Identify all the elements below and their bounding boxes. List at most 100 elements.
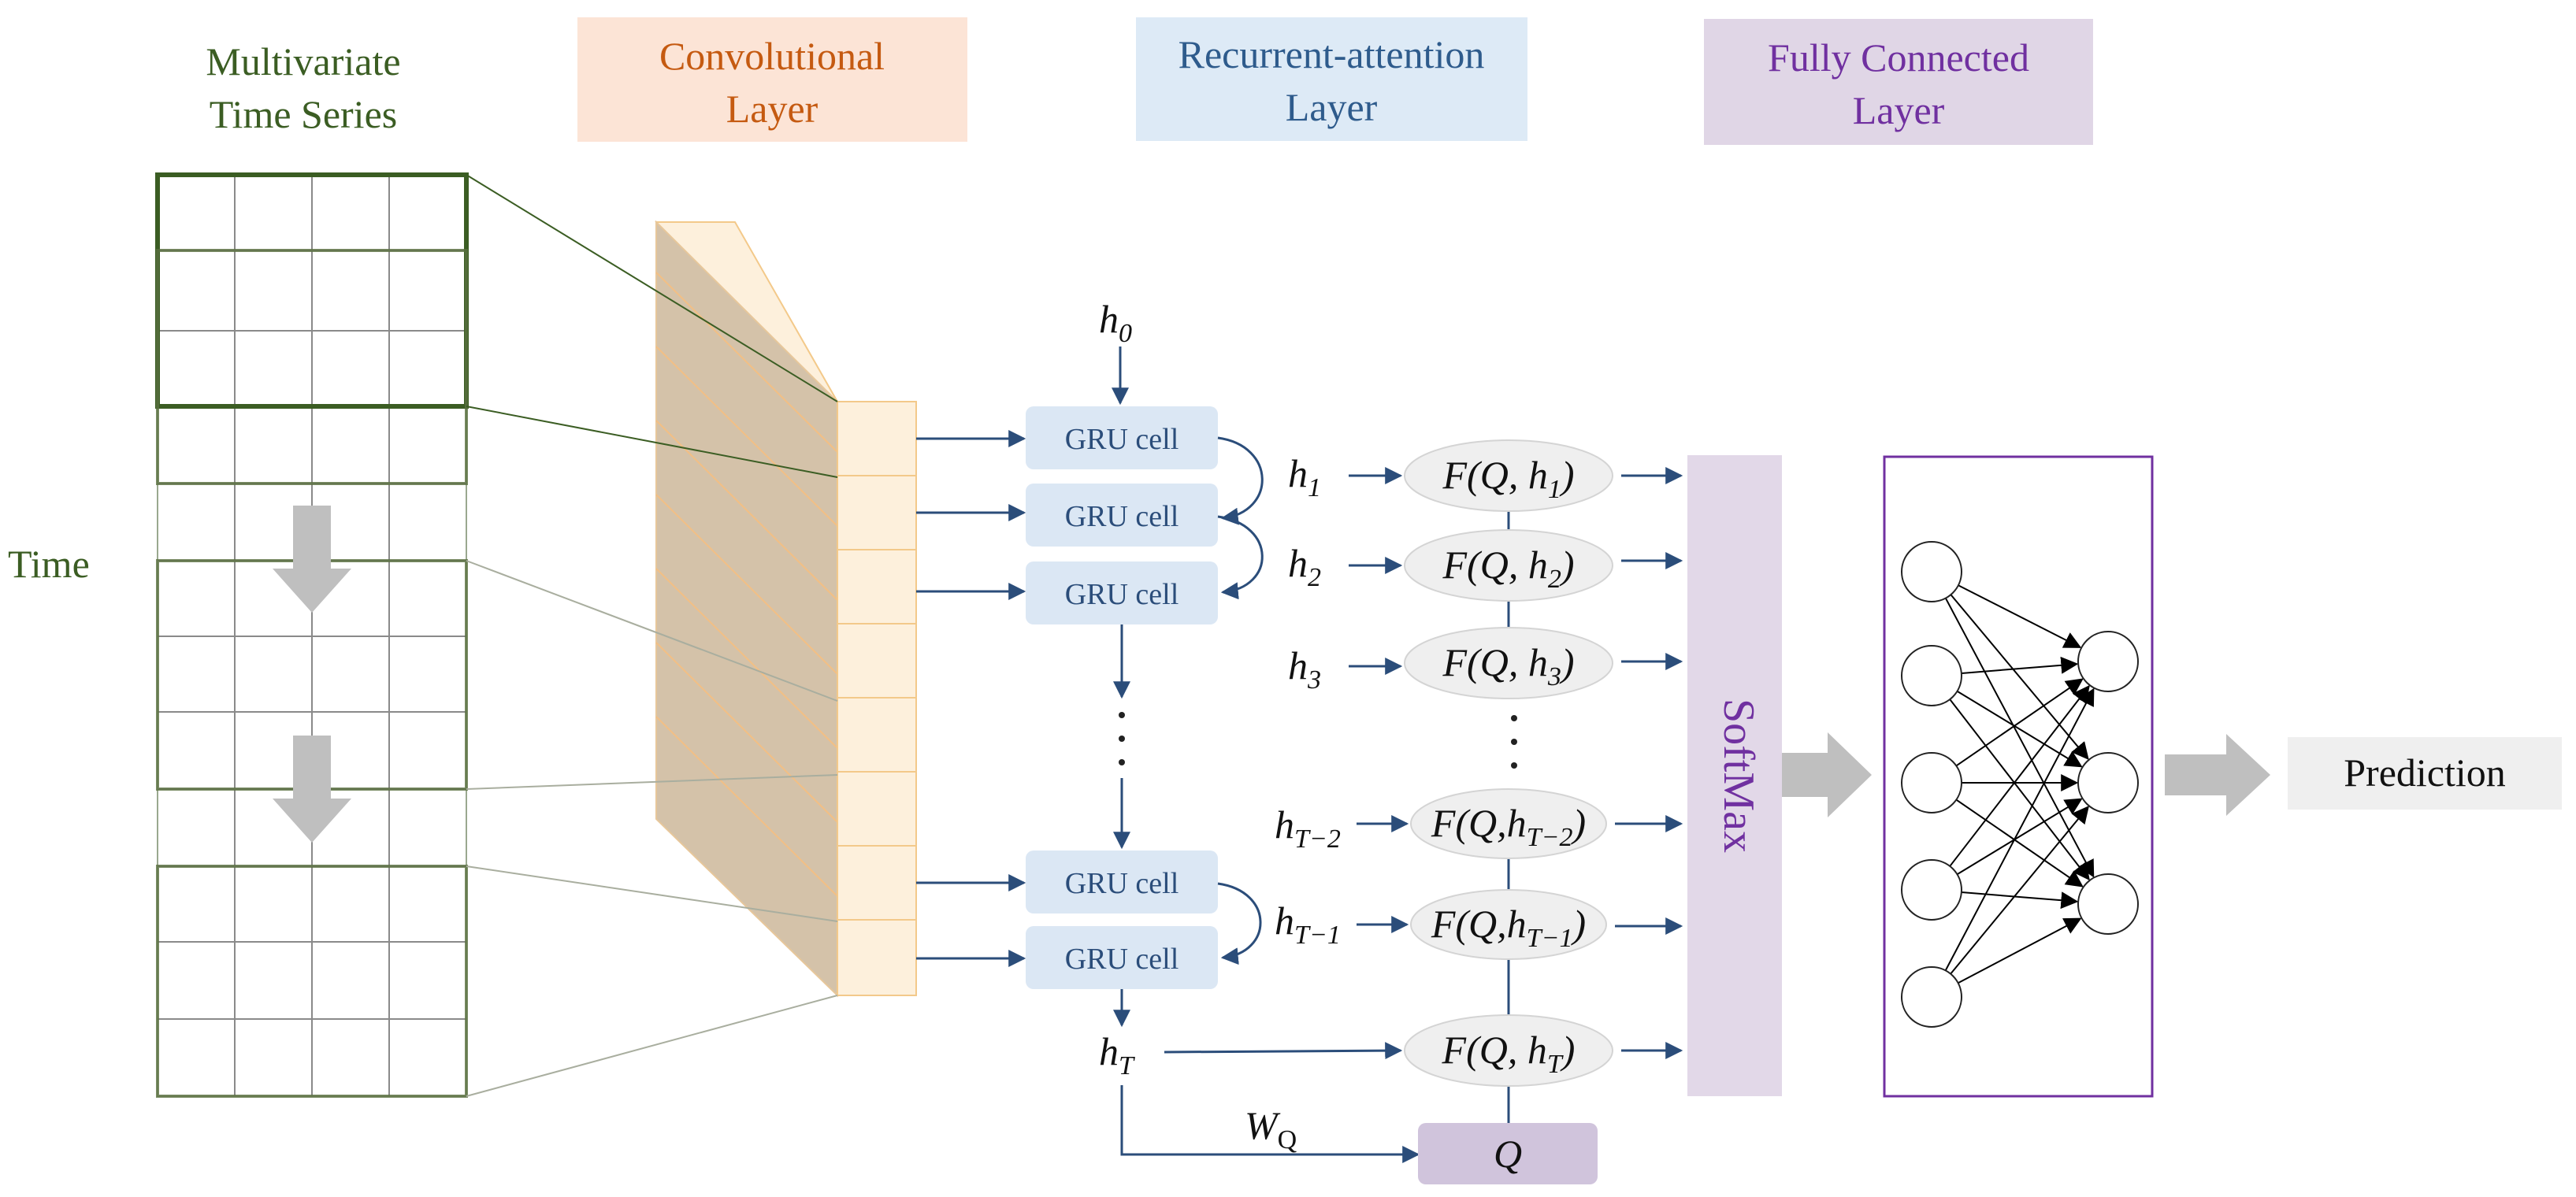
hidden-state-labels: h1 h2 h3 hT−2 hT−1 hT bbox=[1099, 451, 1341, 1080]
conv-front-segments bbox=[837, 475, 916, 921]
attention-column: F(Q, h1) F(Q, h2) F(Q, h3) F(Q,hT−2) F(Q… bbox=[1404, 439, 1613, 1184]
wq-path bbox=[1120, 1085, 1420, 1163]
time-axis-label: Time bbox=[8, 542, 90, 586]
conv-header-line2: Layer bbox=[726, 87, 818, 131]
attention-node-1: F(Q, h1) bbox=[1404, 439, 1613, 512]
hidden-attention-arrows bbox=[1164, 467, 1409, 1060]
svg-text:F(Q, h1): F(Q, h1) bbox=[1442, 453, 1575, 504]
gru-cell-1: GRU cell bbox=[1026, 406, 1218, 469]
fc-edge bbox=[1949, 684, 2090, 867]
fc-input-neuron bbox=[1901, 752, 1962, 813]
svg-text:F(Q, h3): F(Q, h3) bbox=[1442, 640, 1575, 691]
attention-node-t-minus-2: F(Q,hT−2) bbox=[1410, 788, 1607, 859]
attention-ellipsis-dots bbox=[1511, 715, 1517, 769]
slide-down-arrow-1 bbox=[273, 506, 351, 613]
hidden-label-h3: h3 bbox=[1288, 643, 1321, 695]
gru-cell-t-minus-1: GRU cell bbox=[1026, 850, 1218, 914]
attention-node-2: F(Q, h2) bbox=[1404, 529, 1613, 602]
recurrent-curve-1 bbox=[1217, 436, 1264, 525]
fc-output-neuron bbox=[2077, 631, 2139, 692]
fc-edge bbox=[1950, 594, 2089, 760]
rec-header-line2: Layer bbox=[1286, 85, 1378, 129]
hidden-label-hT-2: hT−2 bbox=[1275, 802, 1341, 854]
attention-node-t-minus-1: F(Q,hT−1) bbox=[1410, 889, 1607, 960]
fc-output-neuron bbox=[2077, 752, 2139, 813]
gru-cell-label: GRU cell bbox=[1065, 867, 1179, 900]
fc-edge bbox=[1944, 687, 2095, 971]
fc-edge bbox=[1961, 891, 2079, 910]
mts-header-line1: Multivariate bbox=[206, 39, 400, 83]
connector-4 bbox=[466, 774, 838, 790]
fully-connected-network bbox=[1883, 455, 2154, 1098]
recurrent-curve-2 bbox=[1217, 515, 1264, 600]
attention-softmax-arrows bbox=[1615, 467, 1683, 1059]
fc-edge bbox=[1950, 806, 2089, 975]
fc-edge bbox=[1958, 584, 2082, 648]
hidden-label-hT-1: hT−1 bbox=[1275, 899, 1341, 950]
connector-1 bbox=[466, 174, 838, 402]
rec-header-line1: Recurrent-attention bbox=[1179, 32, 1485, 76]
fc-edge bbox=[1949, 699, 2090, 881]
conv-header-bg bbox=[577, 17, 967, 142]
prediction-box: Prediction bbox=[2288, 737, 2562, 810]
hT-to-attn-arrow bbox=[1164, 1042, 1403, 1060]
fc-to-prediction-arrow bbox=[2165, 734, 2270, 816]
hidden-label-h2: h2 bbox=[1288, 541, 1321, 592]
svg-text:F(Q, h2): F(Q, h2) bbox=[1442, 543, 1575, 594]
grid-conv-connectors bbox=[466, 174, 838, 1097]
fc-input-neuron bbox=[1901, 859, 1962, 921]
convolution-block bbox=[655, 220, 917, 998]
conv-gru-arrows bbox=[916, 430, 1026, 967]
softmax-block: SoftMax bbox=[1687, 455, 1782, 1096]
conv-side-hatch bbox=[655, 272, 838, 897]
fc-edge bbox=[1961, 656, 2079, 674]
fc-edges bbox=[1944, 584, 2095, 984]
gru-cell-label: GRU cell bbox=[1065, 578, 1179, 611]
query-label: Q bbox=[1494, 1132, 1522, 1176]
gru-stack: h0 GRU cell GRU cell GRU cell GRU cell G… bbox=[1026, 297, 1420, 1163]
window-frame-4 bbox=[156, 865, 468, 1098]
h0-label: h0 bbox=[1099, 297, 1132, 348]
wq-label: WQ bbox=[1245, 1103, 1297, 1154]
header-convolutional-layer: Convolutional Layer bbox=[577, 17, 967, 142]
fc-input-neuron bbox=[1901, 966, 1962, 1028]
header-multivariate-time-series: Multivariate Time Series bbox=[206, 39, 400, 136]
fc-edge bbox=[1955, 678, 2084, 767]
gru-ellipsis-dots bbox=[1119, 712, 1125, 765]
connector-3 bbox=[466, 560, 838, 702]
conv-side-face bbox=[655, 220, 838, 998]
gru-cell-label: GRU cell bbox=[1065, 943, 1179, 976]
fc-input-neuron bbox=[1901, 541, 1962, 602]
fc-edge bbox=[1956, 690, 2083, 768]
prediction-label: Prediction bbox=[2344, 750, 2506, 795]
connector-5 bbox=[466, 865, 838, 922]
connector-6 bbox=[466, 995, 838, 1097]
gru-cell-t: GRU cell bbox=[1026, 926, 1218, 989]
fc-input-neuron bbox=[1901, 645, 1962, 706]
header-fully-connected-layer: Fully Connected Layer bbox=[1704, 19, 2093, 145]
query-node: Q bbox=[1418, 1123, 1598, 1184]
gru-cell-label: GRU cell bbox=[1065, 423, 1179, 456]
header-recurrent-attention-layer: Recurrent-attention Layer bbox=[1136, 17, 1527, 141]
conv-header-line1: Convolutional bbox=[659, 34, 885, 78]
fc-header-line2: Layer bbox=[1853, 88, 1945, 132]
mts-header-line2: Time Series bbox=[210, 92, 397, 136]
attention-node-3: F(Q, h3) bbox=[1404, 627, 1613, 699]
svg-text:F(Q,hT−2): F(Q,hT−2) bbox=[1431, 801, 1586, 852]
hidden-label-hT: hT bbox=[1099, 1029, 1135, 1080]
connector-2 bbox=[466, 406, 838, 478]
fc-edge bbox=[1958, 917, 2082, 984]
slide-down-arrow-2 bbox=[273, 736, 351, 843]
gru-cell-label: GRU cell bbox=[1065, 500, 1179, 533]
hidden-label-h1: h1 bbox=[1288, 451, 1321, 502]
svg-text:F(Q, hT): F(Q, hT) bbox=[1442, 1028, 1576, 1079]
softmax-to-fc-arrow bbox=[1782, 732, 1872, 817]
recurrent-curve-3 bbox=[1217, 882, 1262, 965]
fc-header-line1: Fully Connected bbox=[1768, 35, 2029, 80]
fc-edge bbox=[1955, 799, 2084, 888]
window-frame-2 bbox=[156, 249, 468, 485]
fc-nodes bbox=[1901, 541, 2139, 1028]
fc-edge bbox=[1956, 798, 2083, 876]
fc-output-neuron bbox=[2077, 873, 2139, 935]
